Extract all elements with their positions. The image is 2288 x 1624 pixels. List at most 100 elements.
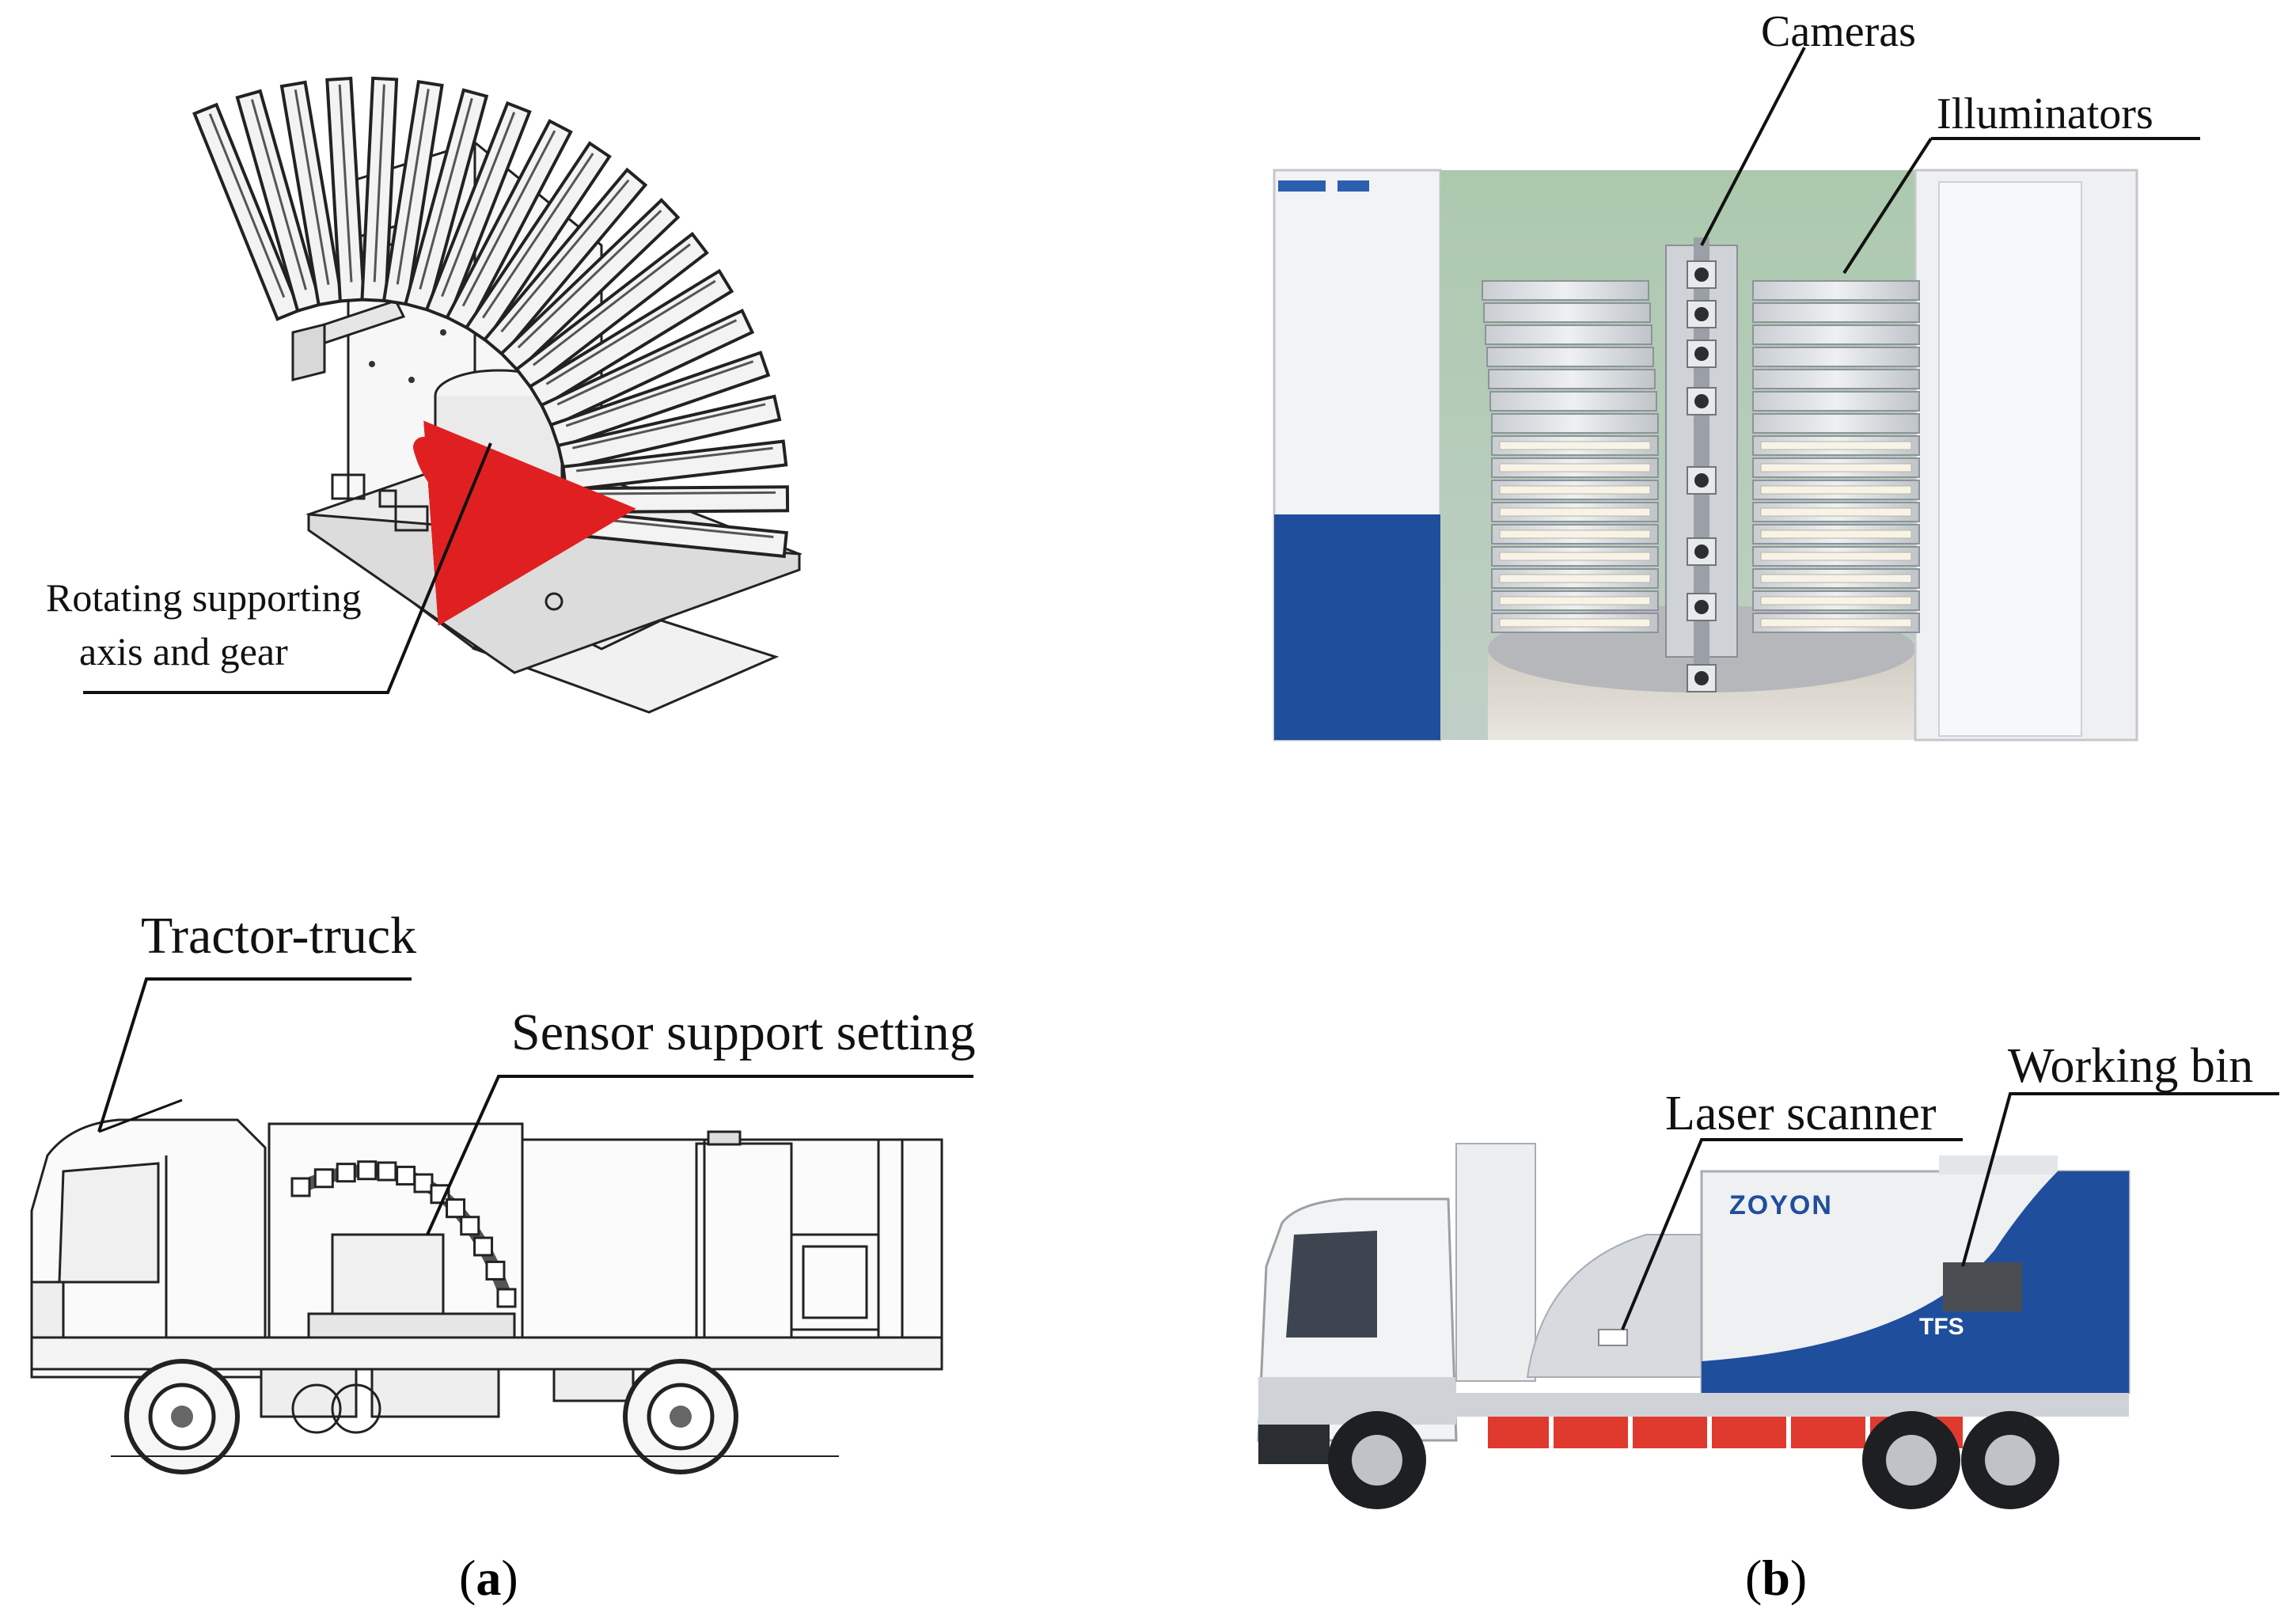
illuminator-panel [1752,613,1920,633]
arc-segment [460,1216,480,1236]
truck-render [1257,1143,2131,1509]
leader-illuminators [1842,137,1933,275]
caption-b-letter: b [1762,1550,1790,1606]
leader-rotating-axis [83,442,492,694]
illuminator-bar [235,89,323,313]
illuminator-bar [424,101,532,321]
illuminator-panel [1752,369,1920,389]
caption-b-close: ) [1789,1550,1808,1606]
illuminator-bars-arc [192,76,790,559]
leader-cameras [1700,47,1806,246]
label-illuminators: Illuminators [1937,89,2153,138]
arc-segment [473,1236,494,1257]
arc-segment [485,1260,506,1281]
camera-unit [1687,593,1717,621]
caption-a: (a) [459,1553,518,1603]
label-working-bin: Working bin [2008,1039,2254,1093]
leader-tractor-truck [97,977,412,1133]
arc-segment [396,1165,416,1186]
label-laser-scanner: Laser scanner [1665,1087,1937,1140]
illuminator-panel [1491,568,1659,589]
illuminator-panel [1483,302,1651,323]
illuminator-panel [1752,324,1920,345]
illuminator-panel [1752,568,1920,589]
illuminator-panel [1752,280,1920,301]
camera-unit [1687,537,1717,566]
arc-segment [290,1177,311,1197]
caption-b: (b) [1745,1553,1807,1603]
illuminator-panel [1491,613,1659,633]
illuminator-panel [1486,347,1654,367]
camera-unit [1687,466,1717,495]
illuminator-bar [464,141,612,343]
illuminator-panel [1491,524,1659,544]
illuminator-bar [445,119,573,331]
arc-segment [357,1160,378,1181]
illuminator-bar [563,485,790,514]
arc-segment [413,1173,434,1193]
illuminator-panel [1752,546,1920,567]
truck-product-text: TFS [1919,1314,1964,1340]
truck-brand-text: ZOYON [1729,1190,1833,1220]
caption-b-open: ( [1745,1550,1762,1606]
illuminator-panel [1752,524,1920,544]
caption-a-letter: a [476,1550,502,1606]
illuminator-panel [1752,457,1920,478]
caption-a-open: ( [459,1550,476,1606]
illuminator-panel [1752,480,1920,500]
illuminator-bar [325,76,366,303]
illuminator-panel [1752,502,1920,522]
label-rotating-line2: axis and gear [79,629,288,674]
illuminator-bar [381,79,444,306]
arc-segment [496,1288,517,1308]
illuminator-panel [1491,413,1659,434]
illuminator-bar [360,76,399,303]
truck-sensor-arc-segments [290,1160,517,1308]
illuminator-bar [514,231,709,391]
illuminator-bar [279,80,344,307]
camera-unit [1687,300,1717,328]
label-cameras: Cameras [1761,7,1916,56]
label-tractor-truck: Tractor-truck [141,907,417,965]
caption-a-close: ) [501,1550,518,1606]
illuminator-panel [1491,502,1659,522]
arc-segment [446,1198,466,1219]
illuminator-panel [1491,457,1659,478]
truck-blue-swoosh [1702,1171,2129,1393]
illuminator-panel [1482,280,1649,301]
illuminator-panel [1752,347,1920,367]
truck-line-drawing [30,1118,943,1474]
illuminator-panel [1491,480,1659,500]
illuminator-panel [1488,369,1656,389]
illuminator-bar [499,198,681,374]
illuminator-bar [561,508,788,559]
illuminator-bar [482,167,648,358]
illuminator-panel [1752,302,1920,323]
illuminator-panel [1489,391,1657,412]
label-sensor-support: Sensor support setting [511,1004,976,1061]
leader-working-bin [1961,1092,2279,1267]
camera-unit [1687,664,1717,692]
camera-unit [1687,387,1717,415]
leader-laser-scanner [1621,1138,1963,1330]
illuminator-bar [539,308,755,429]
camera-array-photo [1273,169,2138,742]
illuminator-panel [1491,546,1659,567]
illuminator-panel [1752,413,1920,434]
illuminator-panels-left [1482,280,1659,633]
camera-unit [1687,260,1717,289]
arc-segment [377,1161,397,1182]
camera-unit [1687,340,1717,368]
arc-segment [313,1168,334,1189]
illuminator-panel [1491,435,1659,456]
label-rotating-line1: Rotating supporting [46,575,362,620]
camera-units [1687,260,1717,692]
leader-sensor-support [426,1075,973,1235]
illuminator-panel [1752,391,1920,412]
illuminator-panel [1485,324,1652,345]
illuminator-bar [403,88,489,313]
illuminator-bar [528,268,734,409]
illuminator-panel [1752,590,1920,611]
arc-segment [336,1163,356,1183]
